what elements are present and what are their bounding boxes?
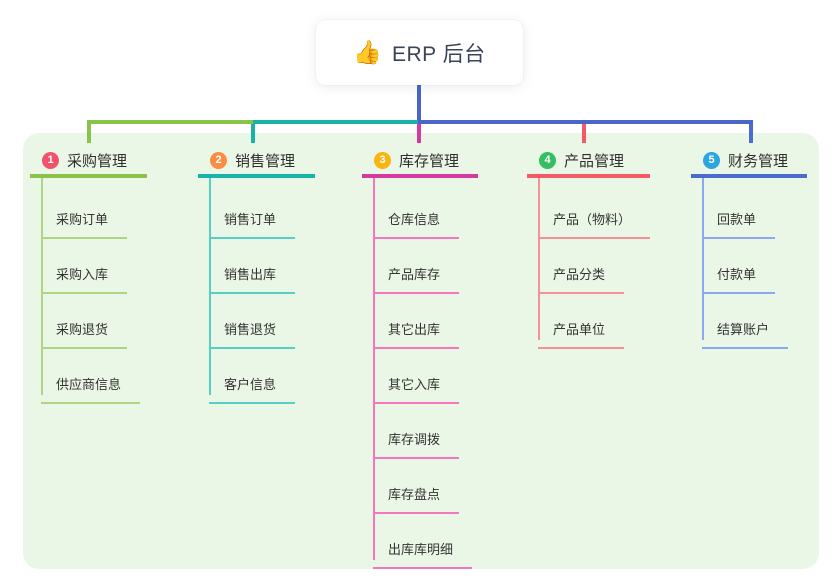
child-label: 库存调拨 [388,432,441,447]
child-node[interactable]: 仓库信息 [373,196,460,239]
branch-label: 销售管理 [235,152,296,170]
child-label: 销售订单 [224,212,277,227]
child-node[interactable]: 回款单 [702,196,776,239]
child-label: 产品分类 [553,267,606,282]
branch-number-badge: 2 [210,151,227,169]
connector-line [538,178,540,340]
branch-label: 财务管理 [728,152,789,170]
branch-header-3[interactable]: 3 库存管理 [362,146,478,178]
branch-number-badge: 3 [374,151,391,169]
child-label: 库存盘点 [388,487,441,502]
branch-header-2[interactable]: 2 销售管理 [198,146,315,178]
child-node[interactable]: 产品（物料） [538,196,651,239]
child-node[interactable]: 产品分类 [538,251,625,294]
branch-label: 库存管理 [399,152,460,170]
connector-line [253,120,418,124]
child-node[interactable]: 出库库明细 [373,526,473,569]
child-label: 其它入库 [388,377,441,392]
branch-header-5[interactable]: 5 财务管理 [691,146,807,178]
child-node[interactable]: 采购退货 [41,306,128,349]
child-node[interactable]: 采购订单 [41,196,128,239]
child-node[interactable]: 结算账户 [702,306,789,349]
child-node[interactable]: 销售退货 [209,306,296,349]
connector-line [749,124,753,143]
child-label: 销售出库 [224,267,277,282]
child-label: 结算账户 [717,322,770,337]
child-label: 产品库存 [388,267,441,282]
child-label: 客户信息 [224,377,277,392]
child-node[interactable]: 库存盘点 [373,471,460,514]
connector-line [373,178,375,560]
root-title: ERP 后台 [392,42,486,66]
branch-label: 产品管理 [564,152,625,170]
branch-number-badge: 5 [703,151,720,169]
child-label: 付款单 [717,267,757,282]
child-node[interactable]: 采购入库 [41,251,128,294]
child-node[interactable]: 产品单位 [538,306,625,349]
child-node[interactable]: 供应商信息 [41,361,141,404]
child-label: 采购退货 [56,322,109,337]
branch-label: 采购管理 [67,152,128,170]
child-node[interactable]: 付款单 [702,251,776,294]
child-node[interactable]: 库存调拨 [373,416,460,459]
child-node[interactable]: 其它出库 [373,306,460,349]
branches-background-panel [23,133,819,569]
connector-line [209,178,211,395]
branch-header-4[interactable]: 4 产品管理 [527,146,650,178]
child-label: 其它出库 [388,322,441,337]
connector-line [702,178,704,340]
child-label: 产品（物料） [553,212,632,227]
connector-line [87,124,91,143]
child-node[interactable]: 销售订单 [209,196,296,239]
thumbs-up-icon: 👍 [353,39,382,65]
child-label: 采购订单 [56,212,109,227]
child-label: 回款单 [717,212,757,227]
connector-line [417,124,421,143]
connector-line [87,120,253,124]
child-label: 出库库明细 [388,542,454,557]
child-label: 产品单位 [553,322,606,337]
branch-header-1[interactable]: 1 采购管理 [30,146,147,178]
child-label: 仓库信息 [388,212,441,227]
connector-line [417,85,421,120]
branch-number-badge: 4 [539,151,556,169]
connector-line [418,120,753,124]
child-label: 采购入库 [56,267,109,282]
child-node[interactable]: 销售出库 [209,251,296,294]
child-node[interactable]: 产品库存 [373,251,460,294]
root-node-erp[interactable]: 👍 ERP 后台 [316,20,523,85]
child-label: 销售退货 [224,322,277,337]
child-node[interactable]: 客户信息 [209,361,296,404]
connector-line [41,178,43,395]
connector-line [251,124,255,143]
child-node[interactable]: 其它入库 [373,361,460,404]
connector-line [582,124,586,143]
branch-number-badge: 1 [42,151,59,169]
child-label: 供应商信息 [56,377,122,392]
